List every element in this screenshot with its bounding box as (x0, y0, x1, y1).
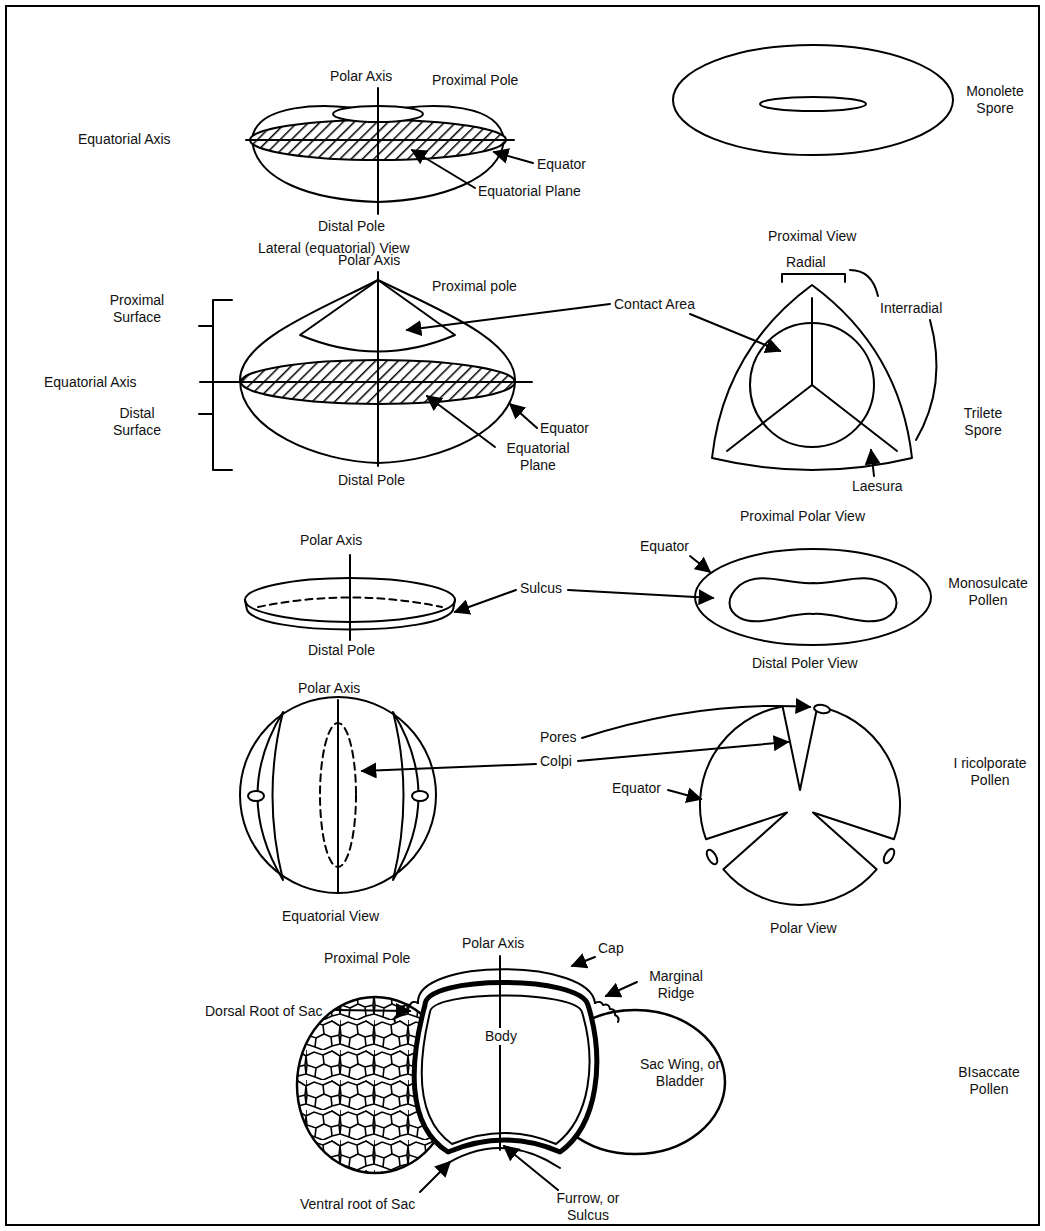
part-label: Monosulcate Pollen (944, 575, 1032, 609)
part-label: Equatorial Plane (496, 440, 580, 474)
part-label: Equator (540, 420, 589, 437)
part-label: Distal Poler View (752, 655, 858, 672)
part-label: Polar View (770, 920, 837, 937)
part-label: Distal Surface (94, 405, 180, 439)
part-label: Equatorial Axis (44, 374, 137, 391)
part-label: Trilete Spore (948, 405, 1018, 439)
part-label: Equatorial View (282, 908, 379, 925)
part-label: Laesura (852, 478, 903, 495)
part-label: Equatorial Plane (478, 183, 581, 200)
part-label: BIsaccate Pollen (950, 1064, 1028, 1098)
part-label: Cap (598, 940, 624, 957)
part-label: Polar Axis (338, 252, 400, 269)
part-label: Sac Wing, or Bladder (638, 1056, 722, 1090)
frame (6, 6, 1039, 1225)
part-label: Body (483, 1028, 519, 1045)
part-label: Equator (537, 156, 586, 173)
part-label: Pores (540, 729, 577, 746)
part-label: Proximal pole (432, 278, 517, 295)
part-label: Proximal Polar View (740, 508, 865, 525)
part-label: Equatorial Axis (78, 131, 171, 148)
part-label: Polar Axis (300, 532, 362, 549)
part-label: Distal Pole (318, 218, 385, 235)
part-label: Radial (786, 254, 826, 271)
part-label: Furrow, or Sulcus (548, 1190, 628, 1224)
part-label: Proximal Surface (94, 292, 180, 326)
part-label: Polar Axis (298, 680, 360, 697)
part-label: Equator (640, 538, 689, 555)
part-label: Marginal Ridge (640, 968, 712, 1002)
part-label: Distal Pole (338, 472, 405, 489)
part-label: Colpi (540, 753, 572, 770)
part-label: Ventral root of Sac (300, 1196, 415, 1213)
part-label: Equator (612, 780, 661, 797)
part-label: Contact Area (614, 296, 695, 313)
part-label: I ricolporate Pollen (946, 755, 1034, 789)
part-label: Distal Pole (308, 642, 375, 659)
part-label: Sulcus (520, 580, 562, 597)
part-label: Polar Axis (462, 935, 524, 952)
part-label: Proximal View (768, 228, 856, 245)
part-label: Proximal Pole (324, 950, 410, 967)
part-label: Proximal Pole (432, 72, 518, 89)
part-label: Dorsal Root of Sac (205, 1003, 323, 1020)
part-label: Interradial (880, 300, 942, 317)
part-label: Polar Axis (330, 68, 392, 85)
part-label: Monolete Spore (960, 83, 1030, 117)
